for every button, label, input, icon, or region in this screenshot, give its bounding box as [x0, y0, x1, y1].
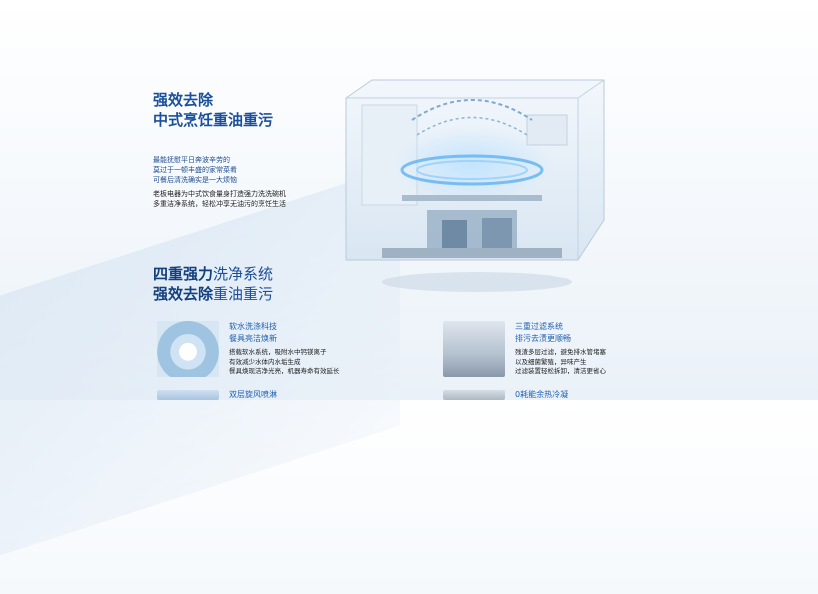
spray-arm-image — [157, 390, 219, 400]
feature-title-line: 软水洗涤科技 — [229, 322, 277, 331]
hero-body-line: 多重洁净系统，轻松冲享无油污的烹饪生活 — [153, 200, 286, 208]
feature-title-line: 双层旋风喷淋 — [229, 390, 277, 399]
section-heading-bold: 强效去除 — [153, 285, 214, 303]
feature-title: 三重过滤系统 排污去渍更顺畅 — [515, 321, 571, 345]
dishwasher-illustration — [345, 79, 605, 292]
feature-description-line: 有效减少水体内水垢生成 — [229, 357, 301, 366]
hero-intro-line: 最能抚慰平日奔波辛劳的 — [153, 156, 230, 164]
feature-title: 双层旋风喷淋 — [229, 389, 277, 401]
feature-title-line: 排污去渍更顺畅 — [515, 334, 571, 343]
feature-description-line: 以及细菌繁殖，异味产生 — [515, 357, 587, 366]
feature-title-line: 餐具亮洁焕新 — [229, 334, 277, 343]
hero-intro-line: 可餐后清洗确实是一大烦恼 — [153, 176, 237, 184]
feature-description-line: 搭载软水系统，吸附水中钙镁离子 — [229, 348, 327, 356]
feature-title-line: 0耗能余热冷凝 — [515, 390, 569, 399]
feature-description: 搭载软水系统，吸附水中钙镁离子 有效减少水体内水垢生成 餐具焕现洁净光亮，机器寿… — [229, 348, 340, 377]
hero-body-line: 老板电器为中式饮食量身打造强力洗洗碗机 — [153, 190, 286, 198]
condensation-drying-image — [443, 390, 505, 400]
feature-description: 残渣多层过滤，避免排水管堵塞 以及细菌繁殖，异味产生 过滤装置轻松拆卸，清洁更省… — [515, 348, 606, 377]
section-heading-line2: 强效去除重油重污 — [153, 285, 273, 304]
feature-description-line: 残渣多层过滤，避免排水管堵塞 — [515, 348, 606, 356]
filter-system-image — [443, 321, 505, 377]
section-heading-rest: 重油重污 — [213, 285, 274, 303]
hero-title-line2: 中式烹饪重油重污 — [153, 111, 274, 129]
background-diagonal-band — [0, 165, 400, 594]
section-heading-bold: 四重强力 — [153, 265, 214, 283]
hero-intro: 最能抚慰平日奔波辛劳的 莫过于一顿丰盛的家常菜肴 可餐后清洗确实是一大烦恼 — [153, 155, 237, 185]
feature-title-line: 三重过滤系统 — [515, 322, 563, 331]
hero-body: 老板电器为中式饮食量身打造强力洗洗碗机 多重洁净系统，轻松冲享无油污的烹饪生活 — [153, 189, 286, 209]
feature-description-line: 餐具焕现洁净光亮，机器寿命有效延长 — [229, 367, 340, 375]
section-heading-rest: 洗净系统 — [213, 265, 274, 283]
feature-title: 0耗能余热冷凝 — [515, 389, 568, 401]
section-heading-line1: 四重强力洗净系统 — [153, 265, 273, 284]
soft-water-image — [157, 321, 219, 377]
hero-intro-line: 莫过于一顿丰盛的家常菜肴 — [153, 166, 237, 174]
feature-description-line: 过滤装置轻松拆卸，清洁更省心 — [515, 367, 606, 375]
hero-title-line1: 强效去除 — [153, 91, 214, 109]
feature-title: 软水洗涤科技 餐具亮洁焕新 — [229, 321, 277, 345]
